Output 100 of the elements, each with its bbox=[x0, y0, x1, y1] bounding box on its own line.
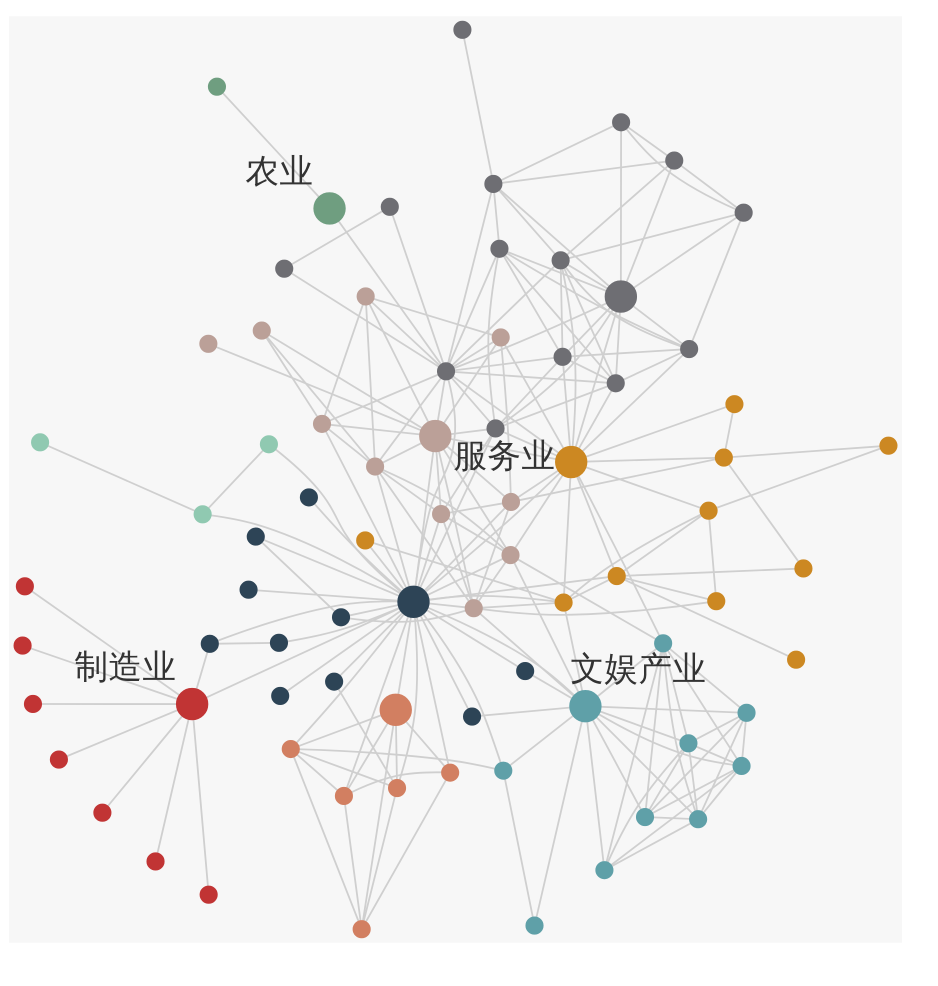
connector bbox=[716, 447, 880, 508]
connector bbox=[600, 710, 680, 741]
connector bbox=[394, 725, 398, 779]
node-circle bbox=[49, 750, 68, 768]
connector bbox=[695, 716, 739, 740]
node-circle bbox=[356, 286, 374, 305]
connector bbox=[337, 220, 442, 364]
connector bbox=[482, 602, 555, 608]
connector bbox=[222, 92, 319, 197]
connector bbox=[30, 647, 177, 700]
connector bbox=[462, 37, 492, 176]
node-label: 制造业 bbox=[74, 646, 176, 686]
node-circle bbox=[418, 419, 451, 452]
connector bbox=[424, 507, 505, 590]
connector bbox=[664, 651, 687, 735]
connector bbox=[452, 340, 494, 367]
connector bbox=[577, 475, 660, 636]
connector bbox=[708, 518, 716, 592]
connector bbox=[514, 474, 563, 548]
node-circle bbox=[490, 239, 508, 258]
connector bbox=[364, 304, 376, 458]
connector bbox=[624, 578, 788, 656]
node-circle bbox=[15, 576, 34, 595]
node-circle bbox=[554, 445, 587, 478]
connector bbox=[506, 250, 606, 292]
connector bbox=[396, 616, 412, 694]
connector bbox=[415, 616, 449, 764]
connector bbox=[46, 444, 195, 512]
node-circle bbox=[553, 347, 572, 366]
node-circle bbox=[734, 203, 752, 222]
node-circle bbox=[324, 672, 343, 690]
connector bbox=[622, 514, 702, 572]
node-circle bbox=[736, 703, 756, 722]
connector bbox=[378, 472, 469, 601]
node-circle bbox=[146, 852, 164, 870]
connector bbox=[372, 542, 556, 600]
node-circle bbox=[464, 598, 482, 617]
node-circle bbox=[30, 432, 49, 451]
connector bbox=[215, 346, 421, 430]
connector bbox=[330, 423, 420, 435]
connector bbox=[506, 252, 682, 346]
connector bbox=[41, 702, 176, 704]
connector bbox=[486, 256, 498, 420]
connector bbox=[695, 745, 734, 763]
connector bbox=[562, 267, 613, 376]
connector bbox=[570, 348, 680, 357]
connector bbox=[688, 751, 698, 810]
connector bbox=[586, 456, 715, 462]
connector bbox=[567, 264, 608, 289]
connector bbox=[509, 714, 573, 766]
node-circle bbox=[387, 778, 406, 797]
node-circle bbox=[198, 334, 217, 352]
connector bbox=[348, 604, 398, 616]
connector bbox=[274, 448, 402, 592]
connector bbox=[337, 688, 393, 780]
node-circle bbox=[193, 504, 212, 523]
connector bbox=[106, 715, 182, 806]
connector bbox=[205, 607, 400, 698]
connector bbox=[566, 165, 668, 255]
connector bbox=[370, 546, 404, 590]
node-circle bbox=[635, 807, 654, 826]
connector bbox=[624, 567, 794, 576]
connector bbox=[30, 590, 180, 696]
connector bbox=[66, 708, 178, 757]
connector bbox=[156, 719, 189, 853]
node-circle bbox=[175, 687, 208, 720]
connector bbox=[652, 768, 734, 814]
connector bbox=[371, 301, 440, 366]
connector bbox=[426, 608, 518, 667]
connector bbox=[492, 192, 500, 240]
connector bbox=[449, 502, 502, 513]
node-circle bbox=[678, 734, 697, 752]
connector bbox=[479, 612, 574, 696]
connector bbox=[570, 359, 608, 380]
connector bbox=[347, 722, 388, 788]
connector bbox=[500, 124, 614, 181]
connector bbox=[448, 256, 496, 363]
connector bbox=[414, 451, 434, 586]
connector bbox=[518, 458, 715, 501]
connector bbox=[501, 160, 666, 184]
node-circle bbox=[92, 803, 111, 822]
connector bbox=[600, 705, 738, 713]
connector bbox=[424, 472, 560, 592]
connector bbox=[265, 337, 318, 417]
connector bbox=[262, 538, 399, 596]
connector bbox=[585, 406, 726, 458]
connector bbox=[502, 384, 608, 426]
node-circle bbox=[13, 636, 32, 654]
node-circle bbox=[612, 112, 630, 131]
connector bbox=[450, 376, 490, 422]
connector bbox=[453, 302, 606, 368]
connector bbox=[632, 216, 737, 288]
connector bbox=[605, 651, 662, 862]
node-circle bbox=[516, 662, 534, 680]
node-circle bbox=[432, 504, 450, 523]
connector bbox=[438, 450, 472, 600]
connector bbox=[596, 647, 657, 697]
connector bbox=[442, 521, 472, 600]
connector bbox=[482, 601, 708, 616]
connector bbox=[451, 265, 555, 366]
